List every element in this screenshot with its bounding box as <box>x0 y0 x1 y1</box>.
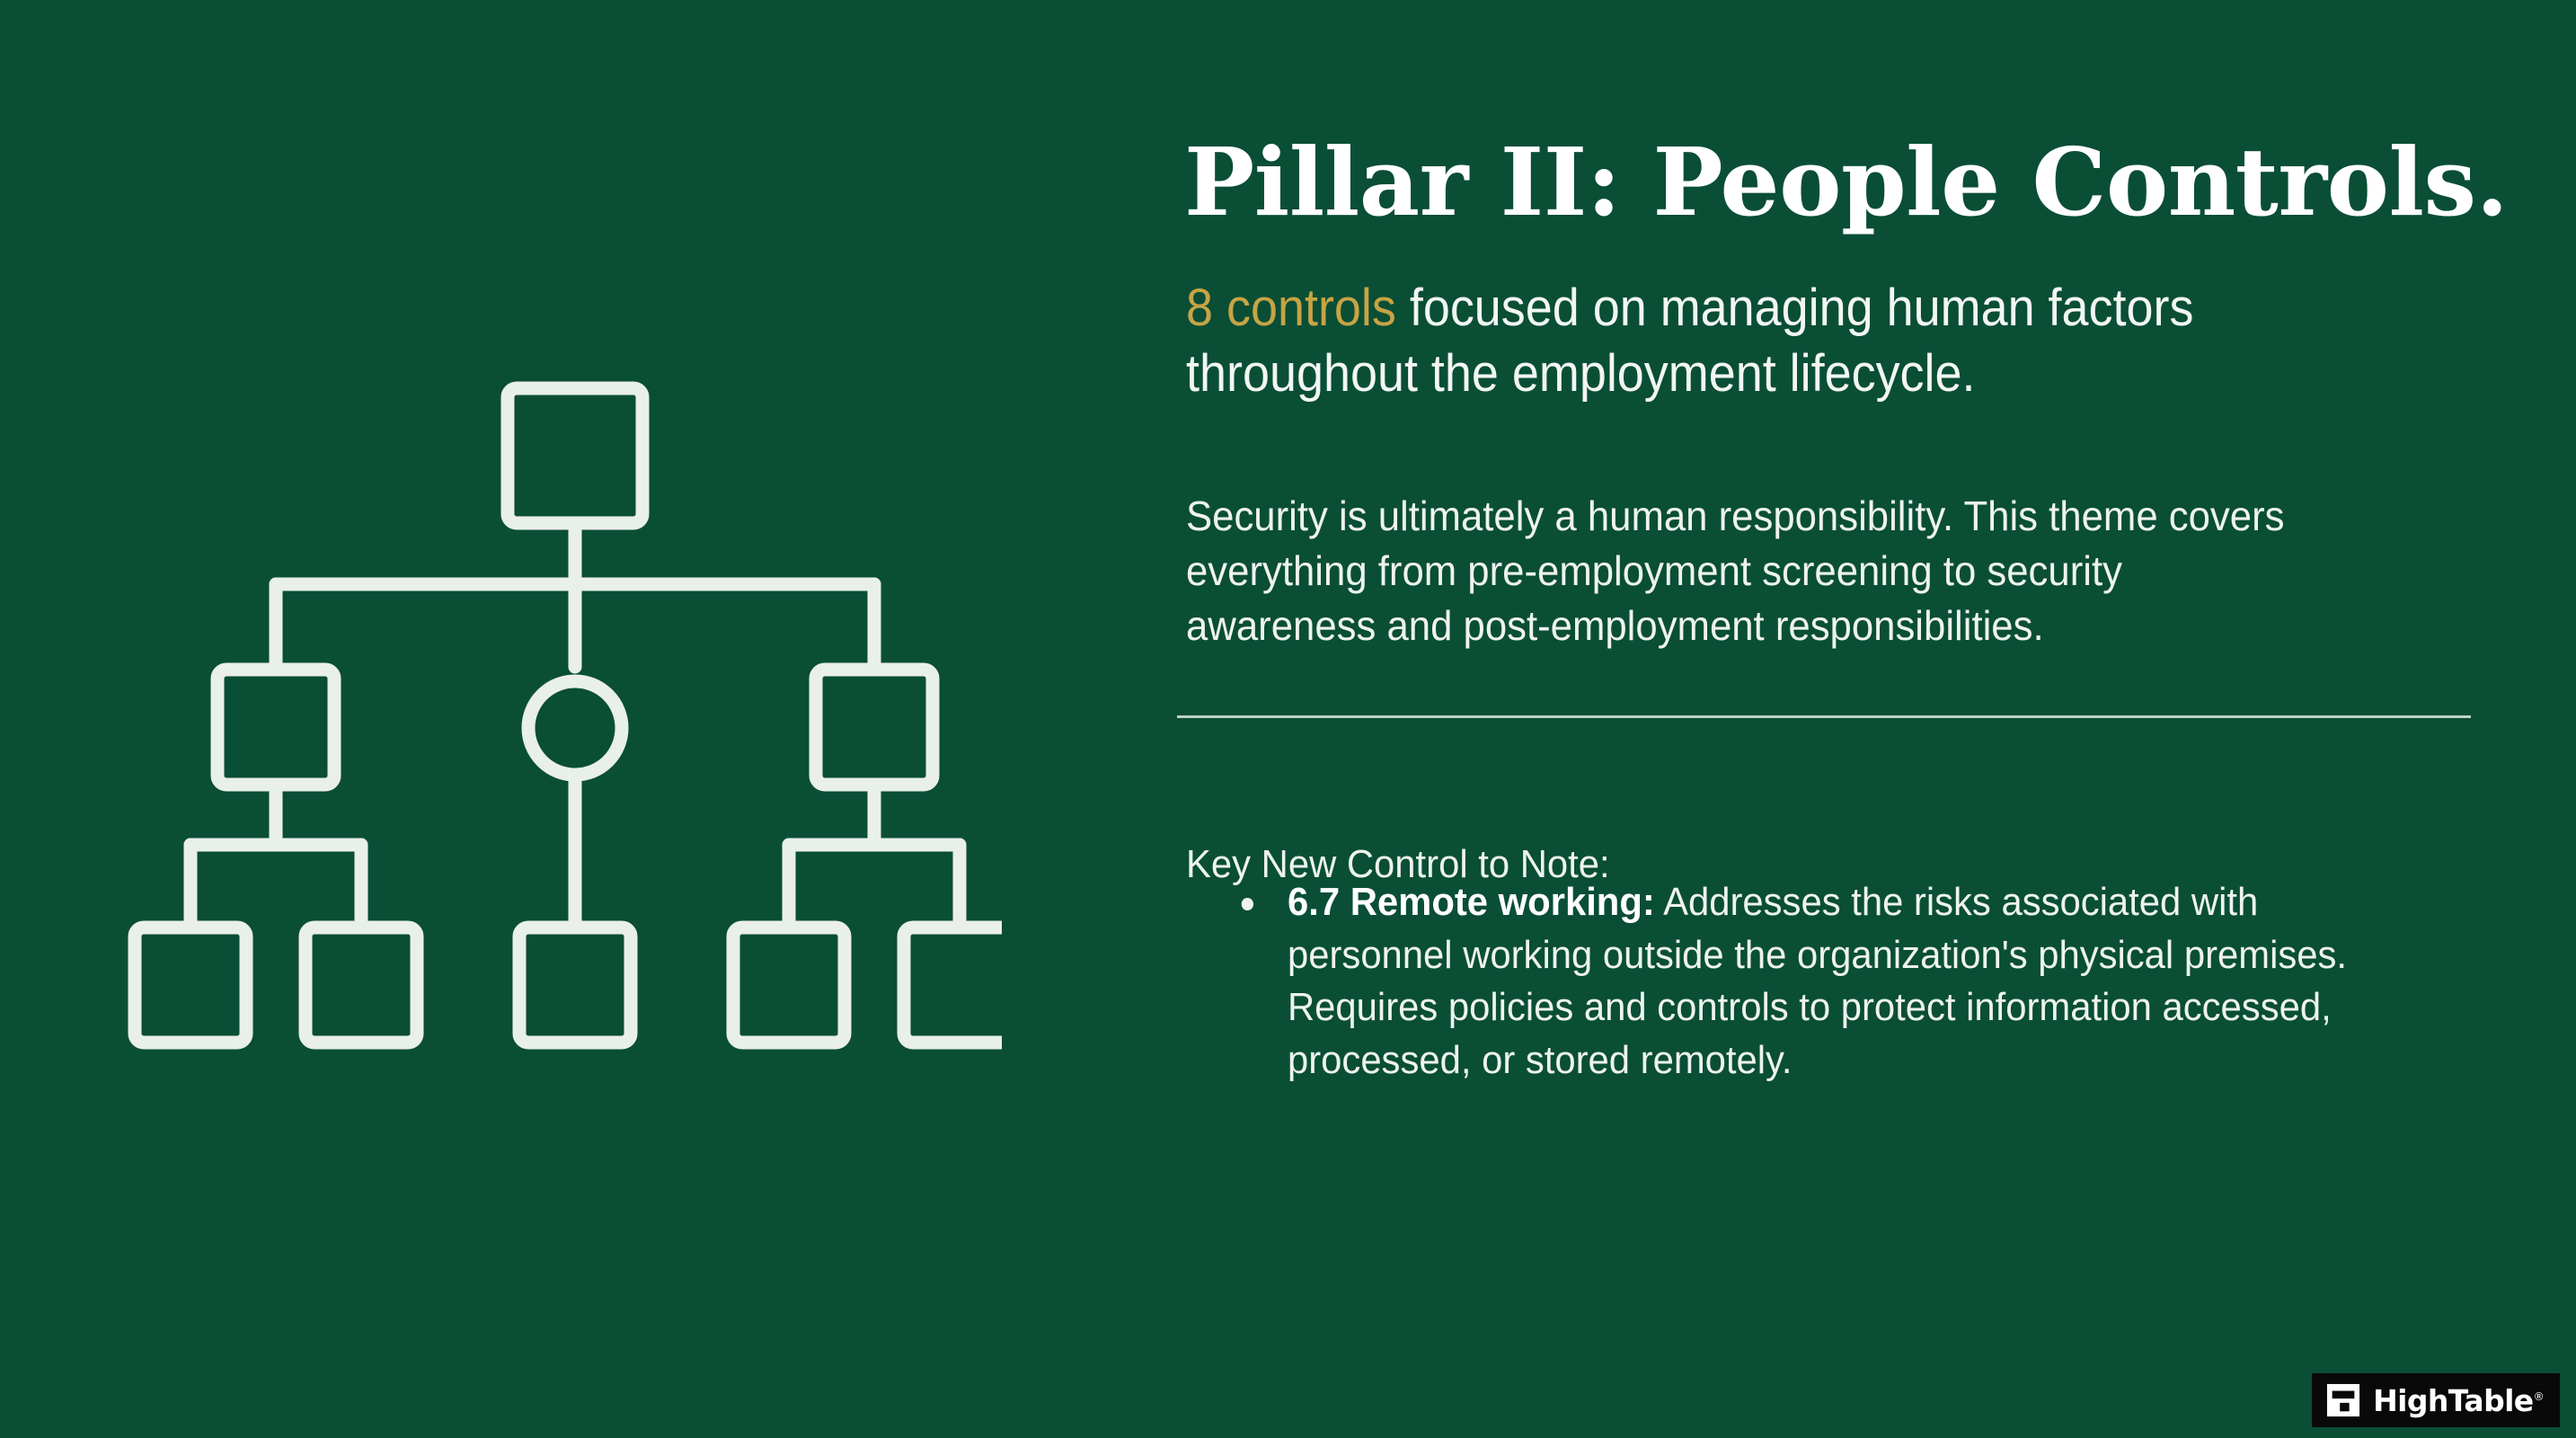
content-column: Pillar II: People Controls. 8 controls f… <box>1177 0 2509 1438</box>
diagram-leaf-3 <box>512 920 638 1050</box>
diagram-leaf-4 <box>726 920 852 1050</box>
logo-wordmark: HighTable <box>2373 1382 2534 1418</box>
list-item-lead: 6.7 Remote working: <box>1288 880 1655 924</box>
page-title: Pillar II: People Controls. <box>1184 126 2509 237</box>
hightable-logo-text: HighTable® <box>2373 1382 2545 1418</box>
body-paragraph: Security is ultimately a human responsib… <box>1186 493 2285 650</box>
subtitle: 8 controls focused on managing human fac… <box>1186 275 2348 406</box>
list-item-text: Addresses the risks associated with pers… <box>1288 880 2348 1082</box>
note-label: Key New Control to Note: <box>1186 842 1610 886</box>
list-item: 6.7 Remote working: Addresses the risks … <box>1236 876 2397 1087</box>
subtitle-rest: focused on managing human factors throug… <box>1186 279 2194 404</box>
registered-mark: ® <box>2533 1389 2545 1403</box>
hightable-square-mark-icon <box>2327 1383 2360 1417</box>
note-list: 6.7 Remote working: Addresses the risks … <box>1236 876 2458 1087</box>
diagram-node-left <box>210 662 341 792</box>
diagram-pane <box>0 0 1159 1438</box>
diagram-leaf-5 <box>897 920 1002 1050</box>
diagram-leaf-1 <box>128 920 253 1050</box>
subtitle-accent: 8 controls <box>1186 279 1396 337</box>
diagram-node-root <box>500 381 650 530</box>
diagram-node-center-circle <box>521 674 629 782</box>
organization-hierarchy-icon <box>128 381 1002 1050</box>
bullet-dot-icon <box>1241 898 1253 910</box>
hightable-logo: HighTable® <box>2312 1373 2560 1427</box>
diagram-leaf-2 <box>298 920 424 1050</box>
section-divider <box>1177 715 2471 718</box>
diagram-node-right <box>809 662 940 792</box>
